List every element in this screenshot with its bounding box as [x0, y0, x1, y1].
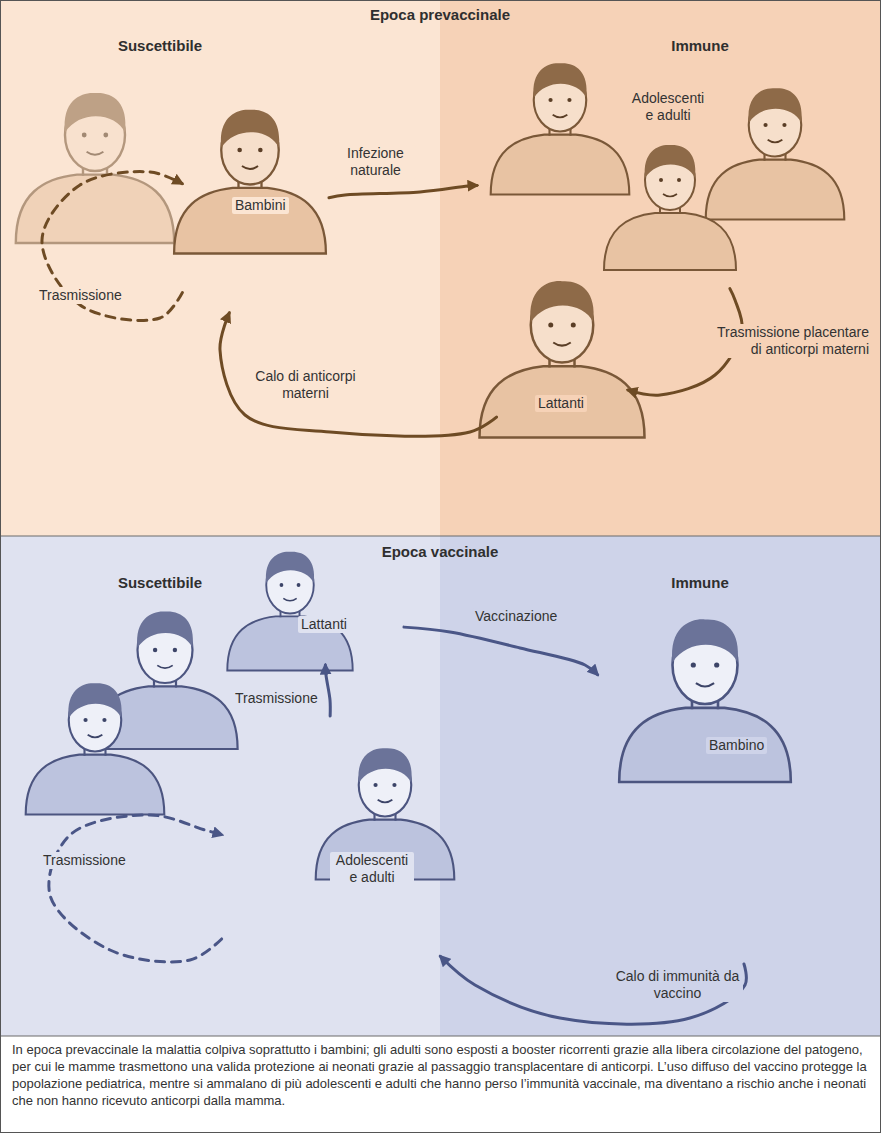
- status-band: SuscettibileBambini: [0, 0, 440, 536]
- group-label: Bambini: [232, 197, 289, 214]
- group-label: Lattanti: [298, 616, 350, 633]
- edge-label: Calo di immunità da vaccino: [612, 968, 743, 1002]
- flow-arrow: [220, 313, 497, 436]
- edge-label-holder: Trasmissione: [40, 852, 129, 869]
- child-sketch: [619, 619, 791, 782]
- child-sketch: [174, 110, 326, 254]
- edge-label-holder: Infezione naturale: [335, 145, 416, 179]
- panel-title: Epoca vaccinale: [290, 543, 590, 561]
- population-group: Adolescenti e adulti: [480, 60, 875, 285]
- edge-label-holder: Trasmissione: [36, 287, 125, 304]
- man-sketch: [491, 63, 630, 194]
- flow-arrow: [329, 185, 477, 197]
- edge-label-holder: Vaccinazione: [472, 608, 560, 625]
- group-label: Lattanti: [535, 395, 587, 412]
- status-band: SuscettibileLattantiAdolescenti e adulti: [0, 536, 440, 1036]
- edge-label: Trasmissione: [40, 852, 129, 869]
- flow-arrow: [325, 665, 330, 716]
- edge-label: Trasmissione: [232, 690, 321, 707]
- group-label: Adolescenti e adulti: [330, 852, 414, 886]
- edge-label: Calo di anticorpi materni: [240, 368, 371, 402]
- population-group: Bambini: [185, 110, 325, 310]
- era-panel: Epoca prevaccinaleSuscettibileBambiniImm…: [0, 0, 881, 536]
- panel-title: Epoca prevaccinale: [290, 6, 590, 24]
- panel-divider: [0, 536, 881, 537]
- flow-arrow: [440, 956, 746, 1024]
- woman-sketch: [604, 145, 736, 270]
- panel-divider: [0, 1036, 881, 1037]
- edge-label-holder: Trasmissione: [232, 690, 321, 707]
- edge-label: Vaccinazione: [472, 608, 560, 625]
- baby-sketch: [227, 552, 352, 671]
- edge-label: Infezione naturale: [335, 145, 416, 179]
- population-group: Lattanti: [500, 295, 625, 465]
- band-heading: Suscettibile: [85, 37, 235, 55]
- caption-text: In epoca prevaccinale la malattia colpiv…: [12, 1041, 869, 1109]
- teen-sketch: [316, 748, 455, 879]
- flow-arrow: [404, 627, 598, 675]
- man-sketch: [92, 611, 237, 749]
- girl-sketch: [16, 93, 174, 243]
- population-group: Lattanti: [245, 575, 400, 662]
- edge-label: Trasmissione placentare di anticorpi mat…: [706, 324, 872, 358]
- toddler-sketch: [480, 281, 645, 437]
- band-heading: Suscettibile: [85, 574, 235, 592]
- group-label: Bambino: [706, 737, 767, 754]
- band-heading: Immune: [625, 574, 775, 592]
- band-heading: Immune: [625, 37, 775, 55]
- edge-label-holder: Calo di immunità da vaccino: [612, 968, 743, 1002]
- group-label: Adolescenti e adulti: [626, 90, 710, 124]
- population-group: Adolescenti e adulti: [225, 720, 438, 1012]
- era-panel: Epoca vaccinaleSuscettibileLattantiAdole…: [0, 536, 881, 1036]
- edge-label-holder: Calo di anticorpi materni: [240, 368, 371, 402]
- transmission-loop: [49, 815, 222, 962]
- status-band: ImmuneAdolescenti e adultiLattanti: [440, 0, 881, 536]
- edge-label-holder: Trasmissione placentare di anticorpi mat…: [706, 324, 872, 358]
- edge-label: Trasmissione: [36, 287, 125, 304]
- man-sketch: [706, 88, 845, 219]
- caption-box: In epoca prevaccinale la malattia colpiv…: [12, 1041, 869, 1109]
- population-group: Bambino: [600, 600, 870, 960]
- woman-sketch: [26, 683, 165, 814]
